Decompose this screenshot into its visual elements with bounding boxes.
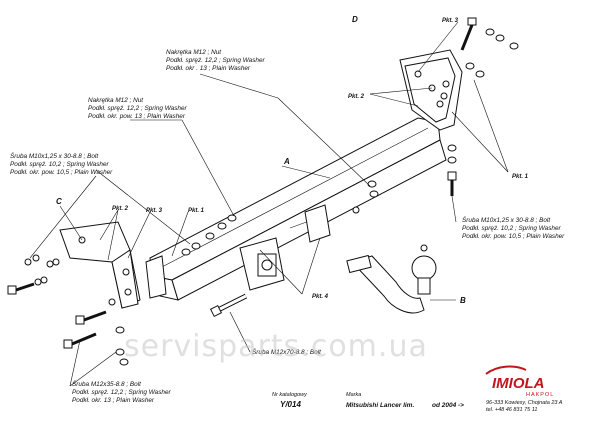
leader-lines xyxy=(29,21,509,387)
label-bolt-m12x70: Śruba M12x70-8.8 ; Bolt xyxy=(252,347,321,356)
tow-ball xyxy=(346,244,437,314)
label-nut-left-3: Podkł. okr. pow. 13 ; Plain Washer xyxy=(88,113,186,120)
tag-pkt4: Pkt. 4 xyxy=(312,294,329,300)
label-bolt-bottom-3: Podkł. okr. 13 ; Plain Washer xyxy=(72,397,155,404)
company-logo: IMIOLA xyxy=(492,375,545,392)
label-bolt-right-3: Podkł. okr. pow. 10,5 ; Plain Washer xyxy=(462,233,565,240)
label-bolt-left-2: Podkł. spręż. 10,2 ; Spring Washer xyxy=(10,161,110,168)
label-bolt-right-1: Śruba M10x1,25 x 30-8.8 ; Bolt xyxy=(462,215,550,224)
label-bolt-right-2: Podkł. spręż. 10,2 ; Spring Washer xyxy=(462,225,562,232)
tag-pkt3-right: Pkt. 3 xyxy=(442,18,459,24)
socket-plate xyxy=(239,204,331,291)
tag-c: C xyxy=(56,197,62,206)
tag-pkt1-right: Pkt. 1 xyxy=(512,174,529,180)
model-date: od 2004 -> xyxy=(432,402,464,409)
title-block: Nr katalogowy Y/014 Marka Mitsubishi Lan… xyxy=(272,365,563,413)
label-bolt-left-3: Podkł. okr. pow. 10,5 ; Plain Washer xyxy=(10,169,113,176)
logo-swoosh xyxy=(485,365,527,375)
tag-b: B xyxy=(460,296,466,305)
beam-end-plate xyxy=(145,255,167,299)
label-nut-top-2: Podkł. spręż. 12,2 ; Spring Washer xyxy=(166,57,266,64)
fasteners-right-lower xyxy=(447,144,457,196)
label-nut-top-1: Nakrętka M12 ; Nut xyxy=(166,49,221,56)
catalog-label: Nr katalogowy xyxy=(272,392,308,398)
bolt-m12x70 xyxy=(209,293,248,318)
tag-d: D xyxy=(352,15,358,24)
label-nut-left-2: Podkł. spręż. 12,2 ; Spring Washer xyxy=(88,105,188,112)
label-bolt-left-1: Śruba M10x1,25 x 30-8.8 ; Bolt xyxy=(10,151,98,160)
fasteners-right-top xyxy=(428,17,519,100)
company-sub: HAKPOL xyxy=(526,392,554,398)
catalog-value: Y/014 xyxy=(280,400,301,409)
label-nut-top-3: Podkł. okr . 13 ; Plain Washer xyxy=(166,65,251,72)
label-bolt-bottom-2: Podkł. spręż. 12,2 ; Spring Washer xyxy=(72,389,172,396)
left-bracket xyxy=(59,221,141,309)
company-phone: tel. +48 46 831 75 11 xyxy=(486,407,537,413)
company-address: 96-333 Kowiesy, Chojnata 23 A xyxy=(486,400,563,406)
make-label: Marka xyxy=(346,392,361,398)
tag-pkt2-right: Pkt. 2 xyxy=(348,94,365,100)
tag-a: A xyxy=(283,157,290,166)
label-nut-left-1: Nakrętka M12 ; Nut xyxy=(88,97,143,104)
tag-pkt2-left: Pkt. 2 xyxy=(112,206,129,212)
tag-pkt3-left: Pkt. 3 xyxy=(146,208,163,214)
model-name: Mitsubishi Lancer lim. xyxy=(346,402,414,409)
watermark: servisparts.com.ua xyxy=(124,329,428,364)
tag-pkt1-left: Pkt. 1 xyxy=(188,208,205,214)
fasteners-beam-top xyxy=(181,180,379,256)
label-bolt-bottom-1: Śruba M12x35-8.8 ; Bolt xyxy=(72,379,141,388)
fasteners-left xyxy=(7,254,60,295)
fasteners-bottom-left xyxy=(63,298,129,366)
